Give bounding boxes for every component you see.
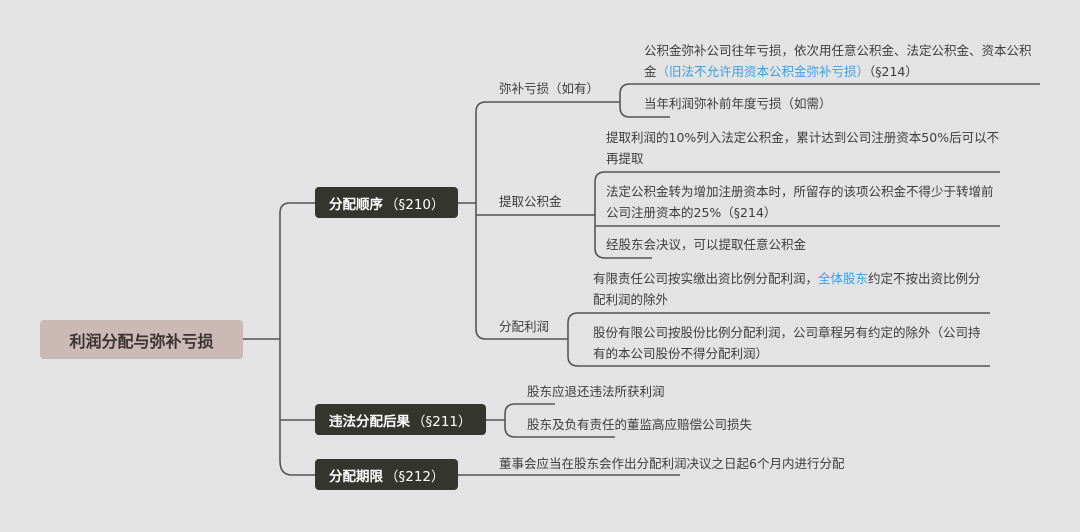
leaf-line: 配利润的除外 <box>593 292 669 307</box>
node-distribution-deadline[interactable]: 分配期限（§212） <box>315 459 458 490</box>
leaf-line: 公司注册资本的25%（§214） <box>606 205 777 220</box>
node-title: 违法分配后果 <box>329 413 410 430</box>
leaf-line: 法定公积金转为增加注册资本时，所留存的该项公积金不得少于转增前 <box>606 184 994 199</box>
leaf-item[interactable]: 公积金弥补公司往年亏损，依次用任意公积金、法定公积金、资本公积 金（旧法不允许用… <box>644 40 1032 82</box>
node-illegal-distribution[interactable]: 违法分配后果（§211） <box>315 404 486 435</box>
highlight-text: （旧法不允许用资本公积金弥补亏损） <box>656 64 870 79</box>
node-title: 分配顺序 <box>329 196 383 213</box>
leaf-item[interactable]: 当年利润弥补前年度亏损（如需） <box>644 96 832 111</box>
leaf-item[interactable]: 股东应退还违法所获利润 <box>527 384 665 399</box>
leaf-line: 股份有限公司按股份比例分配利润，公司章程另有约定的除外（公司持 <box>593 325 981 340</box>
node-distribution-order[interactable]: 分配顺序（§210） <box>315 187 458 218</box>
node-ref: （§211） <box>412 413 472 430</box>
node-ref: （§212） <box>385 468 445 485</box>
leaf-item[interactable]: 经股东会决议，可以提取任意公积金 <box>606 237 807 252</box>
node-title: 分配期限 <box>329 468 383 485</box>
leaf-line: 提取利润的10%列入法定公积金，累计达到公司注册资本50%后可以不 <box>606 130 1000 145</box>
subtopic-reserve[interactable]: 提取公积金 <box>499 194 562 209</box>
leaf-line: 再提取 <box>606 151 644 166</box>
leaf-item[interactable]: 股份有限公司按股份比例分配利润，公司章程另有约定的除外（公司持 有的本公司股份不… <box>593 322 981 364</box>
leaf-item[interactable]: 有限责任公司按实缴出资比例分配利润，全体股东约定不按出资比例分 配利润的除外 <box>593 268 981 310</box>
leaf-text: 约定不按出资比例分 <box>868 271 981 286</box>
root-node[interactable]: 利润分配与弥补亏损 <box>40 320 243 359</box>
leaf-item[interactable]: 董事会应当在股东会作出分配利润决议之日起6个月内进行分配 <box>499 456 845 471</box>
subtopic-loss-offset[interactable]: 弥补亏损（如有） <box>499 81 600 96</box>
node-ref: （§210） <box>385 196 445 213</box>
leaf-text: 金 <box>644 64 657 79</box>
leaf-line: 公积金弥补公司往年亏损，依次用任意公积金、法定公积金、资本公积 <box>644 43 1032 58</box>
highlight-text: 全体股东 <box>818 271 869 286</box>
leaf-item[interactable]: 提取利润的10%列入法定公积金，累计达到公司注册资本50%后可以不 再提取 <box>606 127 999 169</box>
leaf-item[interactable]: 股东及负有责任的董监高应赔偿公司损失 <box>527 417 753 432</box>
subtopic-profit-distribution[interactable]: 分配利润 <box>499 319 550 334</box>
leaf-text: （§214） <box>869 64 918 79</box>
leaf-item[interactable]: 法定公积金转为增加注册资本时，所留存的该项公积金不得少于转增前 公司注册资本的2… <box>606 181 994 223</box>
leaf-text: 有限责任公司按实缴出资比例分配利润， <box>593 271 819 286</box>
leaf-line: 有的本公司股份不得分配利润） <box>593 346 769 361</box>
root-label: 利润分配与弥补亏损 <box>69 331 214 351</box>
